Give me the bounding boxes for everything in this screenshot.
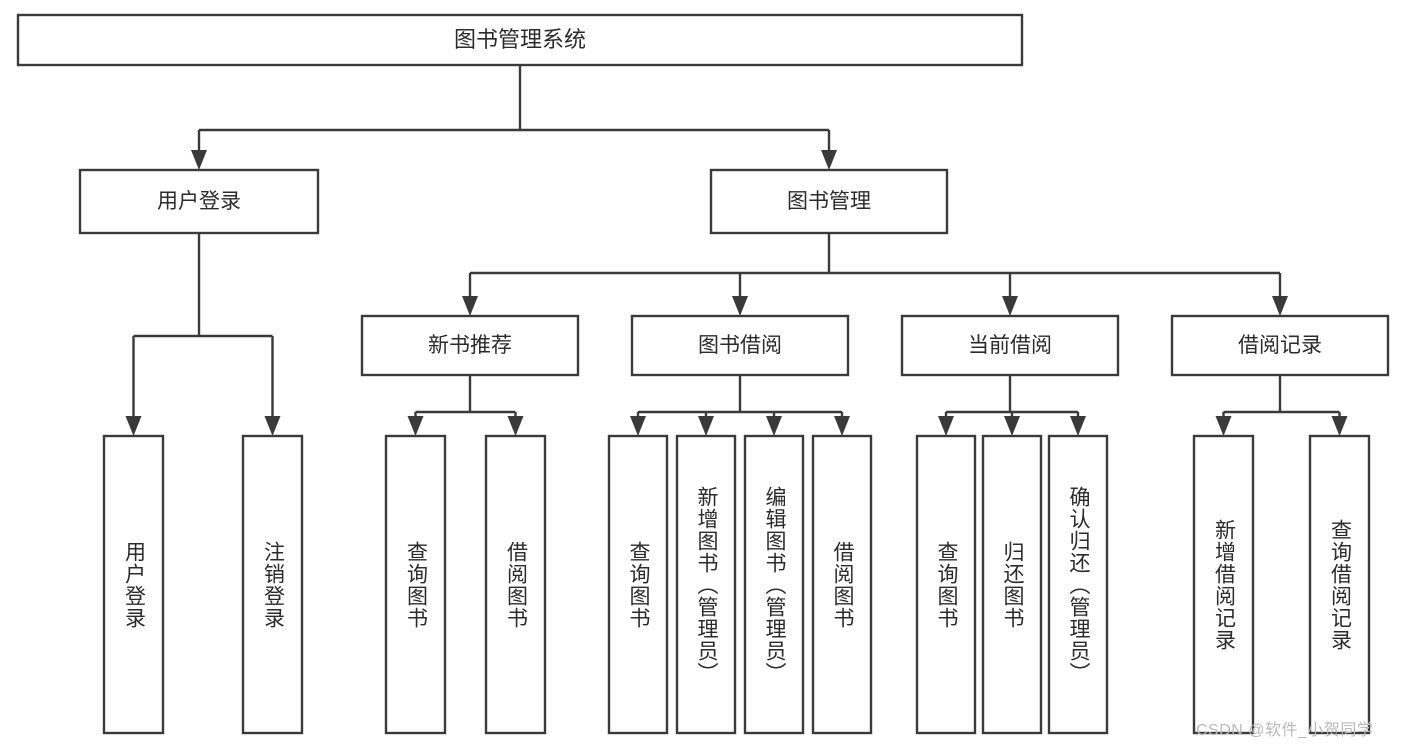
arrow-head-icon	[191, 150, 207, 170]
node-leaf-return-book[interactable]	[981, 434, 1043, 735]
node-leaf-query-book-1[interactable]	[384, 434, 447, 735]
arrow-head-icon	[1070, 416, 1086, 436]
arrow-head-icon	[1272, 296, 1288, 316]
box-layer	[16, 13, 1390, 735]
arrow-head-icon	[732, 296, 748, 316]
node-borrow-record[interactable]	[1170, 314, 1390, 377]
node-current-borrow[interactable]	[900, 314, 1120, 377]
node-current-borrow-label: 当前借阅	[968, 334, 1052, 357]
connector-layer	[125, 65, 1348, 436]
arrow-head-icon	[630, 416, 646, 436]
arrow-head-icon	[1002, 296, 1018, 316]
node-leaf-query-book-3[interactable]	[915, 434, 977, 735]
node-book-management[interactable]	[709, 168, 949, 235]
arrow-head-icon	[407, 416, 424, 436]
arrow-head-icon	[766, 416, 782, 436]
arrow-head-icon	[125, 416, 142, 436]
node-leaf-query-book-2[interactable]	[607, 434, 669, 735]
node-user-login-label: 用户登录	[157, 190, 241, 213]
arrow-head-icon	[507, 416, 524, 436]
node-leaf-confirm-return[interactable]	[1047, 434, 1109, 735]
watermark-text: CSDN @软件_小贺同学	[1196, 722, 1374, 739]
arrow-head-icon	[938, 416, 954, 436]
node-new-book-recommend-label: 新书推荐	[428, 334, 512, 357]
arrow-head-icon	[264, 416, 281, 436]
node-root[interactable]	[16, 13, 1024, 67]
node-leaf-user-logout[interactable]	[241, 434, 304, 735]
node-root-label: 图书管理系统	[454, 27, 586, 52]
arrow-head-icon	[834, 416, 850, 436]
node-user-login[interactable]	[78, 168, 320, 235]
node-new-book-recommend[interactable]	[360, 314, 580, 377]
node-book-management-label: 图书管理	[787, 190, 871, 213]
arrow-head-icon	[1331, 416, 1348, 436]
node-leaf-add-book[interactable]	[675, 434, 737, 735]
node-leaf-borrow-book-2[interactable]	[811, 434, 873, 735]
node-book-borrow-label: 图书借阅	[698, 334, 782, 357]
node-leaf-edit-book[interactable]	[743, 434, 805, 735]
node-leaf-user-login[interactable]	[102, 434, 165, 735]
arrow-head-icon	[1215, 416, 1232, 436]
node-leaf-query-record[interactable]	[1308, 434, 1371, 735]
arrow-head-icon	[698, 416, 714, 436]
arrow-head-icon	[462, 296, 478, 316]
node-leaf-add-record[interactable]	[1192, 434, 1255, 735]
arrow-head-icon	[1004, 416, 1020, 436]
node-book-borrow[interactable]	[630, 314, 850, 377]
node-borrow-record-label: 借阅记录	[1238, 334, 1322, 357]
node-leaf-borrow-book-1[interactable]	[484, 434, 547, 735]
arrow-head-icon	[821, 150, 837, 170]
